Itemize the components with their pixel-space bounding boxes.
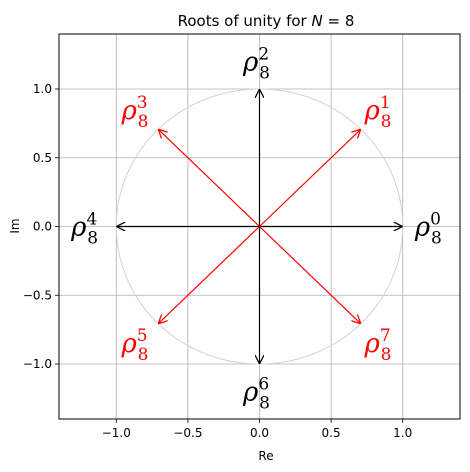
y-tick-label: −1.0 [23, 357, 52, 371]
root-label-subscript: 8 [138, 112, 149, 132]
x-tick-label: 0.0 [250, 426, 269, 440]
root-vectors [116, 89, 403, 364]
root-label-base: ρ [242, 48, 259, 78]
y-tick-label: 1.0 [33, 82, 52, 96]
x-tick-label: −1.0 [102, 426, 131, 440]
root-label-superscript: 1 [380, 93, 391, 113]
root-label-superscript: 0 [430, 210, 441, 230]
root-label-superscript: 5 [137, 326, 148, 346]
root-vector-3 [158, 129, 260, 227]
root-label-subscript: 8 [259, 394, 270, 414]
root-label-subscript: 8 [87, 229, 98, 249]
root-label-base: ρ [242, 378, 259, 408]
y-tick-label: 0.5 [33, 151, 52, 165]
root-label-base: ρ [121, 329, 138, 359]
root-label-subscript: 8 [138, 345, 149, 365]
root-vector-1 [259, 129, 361, 227]
axis-ticks: −1.0 −0.5 0.0 0.5 1.0 −1.0 −0.5 0.0 0.5 1.0 [23, 82, 412, 440]
y-axis-label: Im [8, 218, 22, 233]
root-label-subscript: 8 [431, 229, 442, 249]
root-label-superscript: 3 [137, 93, 148, 113]
root-label-subscript: 8 [259, 64, 270, 84]
x-tick-label: −0.5 [173, 426, 202, 440]
root-label-subscript: 8 [381, 345, 392, 365]
root-label-base: ρ [121, 96, 138, 126]
root-label-base: ρ [364, 96, 381, 126]
x-axis-label: Re [258, 449, 273, 463]
chart-title: Roots of unity for N = 8 [178, 12, 355, 30]
root-label-superscript: 6 [258, 375, 269, 395]
root-vector-7 [259, 226, 361, 324]
y-tick-label: 0.0 [33, 220, 52, 234]
root-label-superscript: 2 [258, 45, 269, 65]
root-label-superscript: 4 [86, 210, 97, 230]
root-label-subscript: 8 [381, 112, 392, 132]
root-vector-5 [158, 226, 260, 324]
root-label-superscript: 7 [380, 326, 391, 346]
root-label-base: ρ [70, 213, 87, 243]
x-tick-label: 1.0 [393, 426, 412, 440]
x-tick-label: 0.5 [322, 426, 341, 440]
root-label-base: ρ [414, 213, 431, 243]
root-label-base: ρ [364, 329, 381, 359]
y-tick-label: −0.5 [23, 288, 52, 302]
